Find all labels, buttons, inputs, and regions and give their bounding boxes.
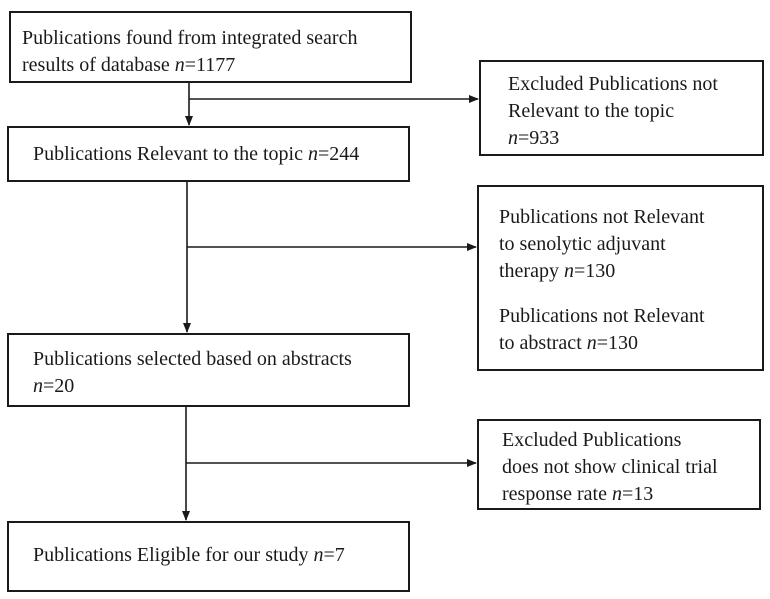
exclusion2-n-label: n bbox=[563, 260, 574, 282]
step4-text: Publications Eligible for our study bbox=[33, 544, 314, 566]
step3-count: =20 bbox=[43, 375, 75, 397]
exclusion3-n-label: n bbox=[611, 483, 622, 505]
exclusion2b-text-line2: to abstract bbox=[499, 332, 587, 354]
exclusion3-text-line2: does not show clinical trial bbox=[502, 456, 718, 478]
step4-n-label: n bbox=[313, 544, 324, 566]
step1-text-line1: Publications found from integrated searc… bbox=[22, 27, 358, 49]
exclusion1-text-line1: Excluded Publications not bbox=[508, 73, 718, 95]
exclusion1-n-label: n bbox=[508, 127, 518, 149]
step2-text: Publications Relevant to the topic bbox=[33, 143, 308, 165]
exclusion1-count: =933 bbox=[518, 127, 560, 149]
step-box-search-results: Publications found from integrated searc… bbox=[9, 11, 412, 83]
step2-n-label: n bbox=[307, 143, 318, 165]
step3-text: Publications selected based on abstracts bbox=[33, 348, 352, 370]
exclusion3-text-line3: response rate bbox=[502, 483, 612, 505]
exclusion2-count: =130 bbox=[573, 260, 616, 282]
step4-count: =7 bbox=[323, 544, 345, 566]
exclusion3-text-line1: Excluded Publications bbox=[502, 429, 682, 451]
step1-text-line2: results of database bbox=[22, 54, 175, 76]
step2-count: =244 bbox=[317, 143, 360, 165]
step-box-selected-abstracts: Publications selected based on abstracts… bbox=[7, 333, 410, 407]
step-box-eligible-publications: Publications Eligible for our study n=7 bbox=[7, 521, 410, 592]
step1-n-label: n bbox=[174, 54, 185, 76]
exclusion-box-not-relevant-senolytic: Publications not Relevant to senolytic a… bbox=[477, 185, 764, 371]
exclusion2b-n-label: n bbox=[586, 332, 597, 354]
step1-count: =1177 bbox=[184, 54, 236, 76]
exclusion2-text-line2: to senolytic adjuvant bbox=[499, 233, 666, 255]
exclusion2-text-line3: therapy bbox=[499, 260, 564, 282]
exclusion3-count: =13 bbox=[621, 483, 654, 505]
exclusion2b-text-line1: Publications not Relevant bbox=[499, 305, 705, 327]
step-box-relevant-publications: Publications Relevant to the topic n=244 bbox=[7, 126, 410, 182]
exclusion-box-not-relevant-topic: Excluded Publications not Relevant to th… bbox=[479, 60, 764, 156]
exclusion2b-count: =130 bbox=[596, 332, 639, 354]
exclusion-box-no-response-rate: Excluded Publications does not show clin… bbox=[477, 419, 761, 510]
exclusion2-text-line1: Publications not Relevant bbox=[499, 206, 705, 228]
step3-n-label: n bbox=[33, 375, 43, 397]
exclusion1-text-line2: Relevant to the topic bbox=[508, 100, 675, 122]
